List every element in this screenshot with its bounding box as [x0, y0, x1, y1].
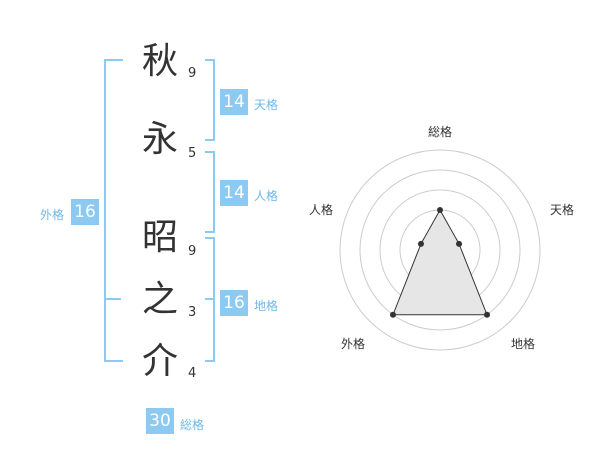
stroke-count-1: 9 [188, 66, 197, 81]
gaikaku-label: 外格 [40, 208, 65, 222]
tenkaku-bracket [205, 59, 215, 141]
radar-label-soukaku: 総格 [428, 125, 453, 139]
radar-grid-ring [339, 149, 541, 351]
soukaku-badge: 30 [146, 408, 174, 434]
gaikaku-badge: 16 [71, 199, 99, 225]
chikaku-bracket-tick [205, 298, 213, 300]
name-char-2: 永 [142, 119, 179, 160]
jinkaku-badge: 14 [220, 180, 248, 206]
stroke-count-5: 4 [188, 366, 197, 381]
chikaku-bracket [205, 237, 215, 362]
radar-point-gaikaku [389, 311, 396, 318]
radar-polygon [392, 208, 488, 316]
jinkaku-label: 人格 [254, 189, 279, 203]
name-char-4: 之 [142, 279, 179, 320]
radar-point-tenkaku [456, 240, 463, 247]
tenkaku-badge: 14 [220, 89, 248, 115]
radar-point-chikaku [484, 311, 491, 318]
name-char-3: 昭 [142, 217, 179, 258]
name-char-1: 秋 [142, 41, 179, 82]
radar-label-gaikaku: 外格 [341, 337, 366, 351]
tenkaku-label: 天格 [254, 98, 279, 112]
chikaku-badge: 16 [220, 290, 248, 316]
chikaku-label: 地格 [254, 299, 279, 313]
radar-point-jinkaku [417, 240, 424, 247]
jinkaku-bracket [205, 151, 215, 233]
soukaku-label: 総格 [180, 418, 205, 432]
radar-label-jinkaku: 人格 [309, 203, 334, 217]
gaikaku-bracket [104, 59, 123, 362]
radar-grid-ring [359, 169, 521, 331]
stroke-count-3: 9 [188, 244, 197, 259]
radar-label-chikaku: 地格 [511, 337, 536, 351]
radar-label-tenkaku: 天格 [550, 203, 575, 217]
radar-point-soukaku [437, 207, 443, 213]
stroke-count-4: 3 [188, 305, 197, 320]
stroke-count-2: 5 [188, 146, 197, 161]
radar-points [389, 207, 491, 318]
name-char-5: 介 [142, 341, 179, 382]
gaikaku-bracket-tick [104, 298, 121, 300]
